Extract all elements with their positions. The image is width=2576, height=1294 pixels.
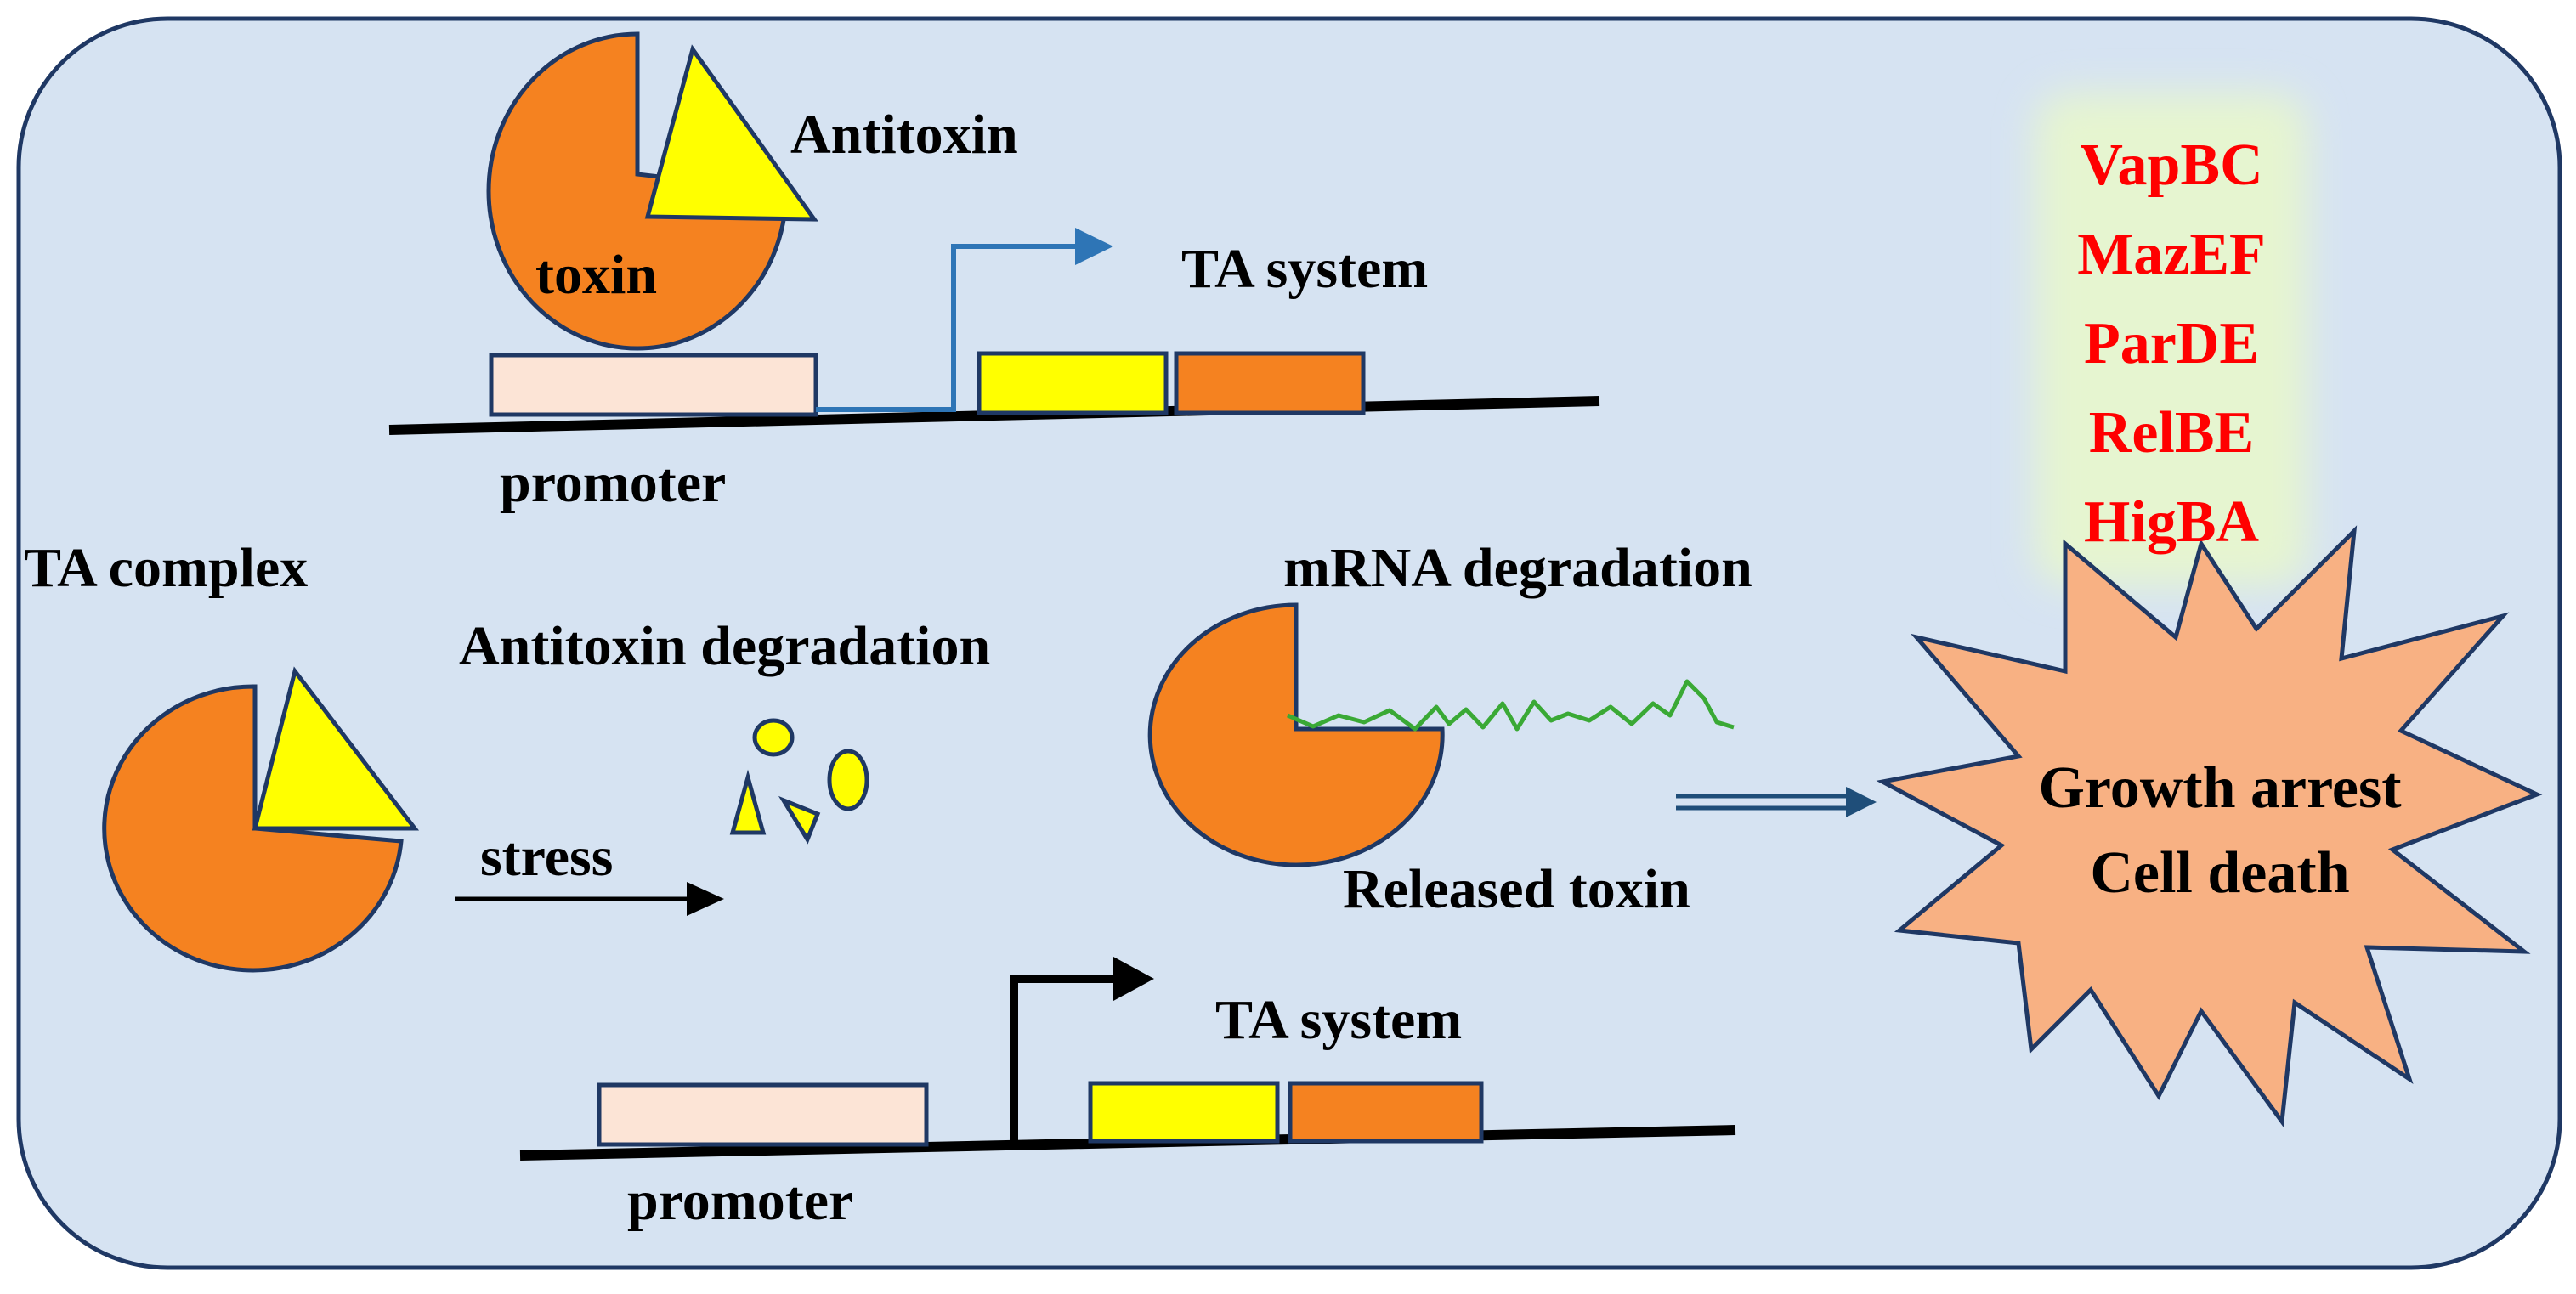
antitoxin-fragment-triangle-2 [778, 795, 821, 845]
ta-family-item: VapBC [2080, 133, 2262, 198]
toxin-gene-bottom [1288, 1081, 1484, 1144]
transcription-arrow-top [816, 244, 1075, 412]
ta-system-label-top: TA system [1181, 238, 1428, 300]
antitoxin-triangle-top [644, 44, 818, 222]
transcription-arrowhead-bottom [1113, 957, 1154, 1001]
transcription-arrowhead-top [1075, 228, 1113, 265]
mrna-strand [1287, 679, 1735, 732]
outcome-label-line2: Cell death [2090, 840, 2349, 906]
ta-system-label-bottom: TA system [1215, 989, 1462, 1051]
ta-family-list: VapBC MazEF ParDE RelBE HigBA [2077, 133, 2266, 555]
antitoxin-gene-bottom [1088, 1081, 1280, 1144]
mrna-degradation-label: mRNA degradation [1283, 537, 1752, 599]
antitoxin-triangle-complex [252, 666, 420, 831]
ta-family-item: ParDE [2084, 311, 2259, 376]
outcome-arrowhead [1846, 787, 1877, 817]
toxin-gene-top [1174, 351, 1366, 415]
dna-line-top [388, 396, 1600, 435]
promoter-box-top [489, 353, 818, 417]
ta-complex-label: TA complex [24, 537, 308, 599]
released-toxin-label: Released toxin [1343, 858, 1690, 920]
antitoxin-label: Antitoxin [790, 104, 1018, 166]
released-toxin-pacman [1147, 602, 1445, 867]
antitoxin-fragment-circle-2 [827, 749, 869, 811]
toxin-label: toxin [535, 244, 657, 306]
toxin-pacman-top [486, 31, 789, 351]
ta-family-item: HigBA [2084, 489, 2260, 555]
outcome-starburst [1876, 525, 2543, 1127]
ta-family-item: MazEF [2077, 222, 2266, 287]
stress-arrowhead [687, 882, 724, 916]
ta-family-item: RelBE [2089, 400, 2254, 466]
promoter-label-top: promoter [500, 452, 726, 514]
promoter-box-bottom [597, 1082, 929, 1147]
antitoxin-degradation-label: Antitoxin degradation [459, 615, 990, 677]
stress-label: stress [480, 826, 613, 888]
transcription-arrow-bottom [1010, 975, 1115, 1143]
promoter-label-bottom: promoter [627, 1170, 853, 1232]
outcome-label-line1: Growth arrest [2038, 755, 2401, 821]
antitoxin-fragment-circle-1 [752, 718, 795, 757]
antitoxin-gene-top [977, 351, 1169, 415]
antitoxin-fragment-triangle-1 [729, 769, 767, 835]
family-list-glow [2035, 93, 2307, 586]
toxin-pacman-complex [102, 684, 404, 973]
